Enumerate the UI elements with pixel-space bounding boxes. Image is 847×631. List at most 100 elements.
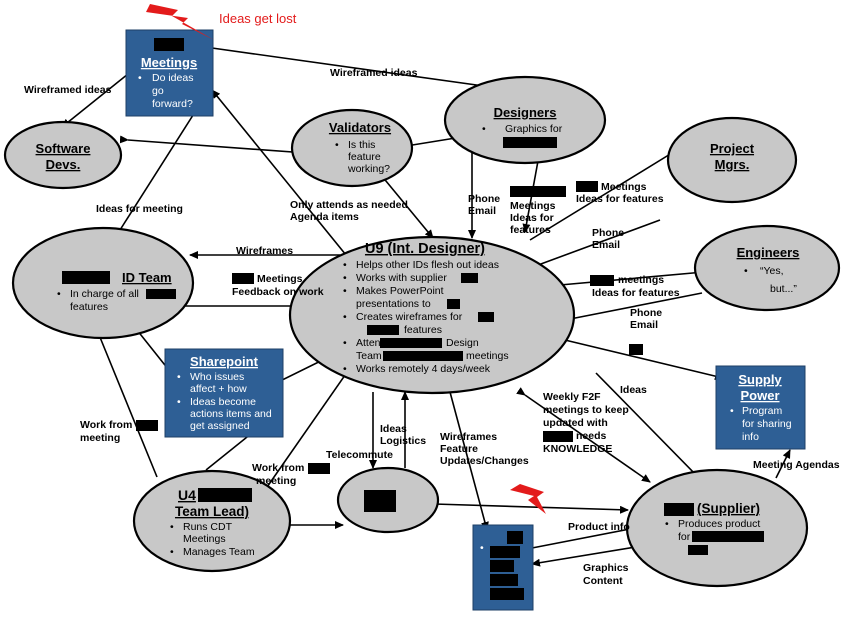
edge-u4-u9 [257,367,351,501]
node-project-mgrs: Project Mgrs. [666,116,798,204]
edge-tele-supplier [433,503,629,514]
redaction-block [136,420,158,431]
sharepoint-title: Sharepoint [190,354,259,369]
sharepoint-bullet-2: affect + how [190,383,247,395]
label-product-info: Product info [568,521,630,533]
bullet-dot: • [343,311,347,323]
validators-title: Validators [329,120,391,135]
sharepoint-bullet-4: actions items and [190,408,272,420]
redaction-block [490,588,524,600]
edge-meetings-designers [211,47,499,91]
bullet-dot: • [343,363,347,375]
meetings-title: Meetings [141,55,197,70]
id-team-bullet-2: features [70,301,108,313]
edge-engineers-u9 [564,292,703,323]
redaction-block [692,531,764,542]
edge-u9-meetings [211,89,347,256]
label-ideas-logistics-2: Logistics [380,435,426,447]
redaction-block [507,531,523,544]
edge-u9-bluebox [449,391,489,531]
bullet-dot: • [138,72,142,84]
label-weekly-f2f-5: KNOWLEDGE [543,443,612,455]
redaction-block [590,275,614,286]
redaction-block [232,273,254,284]
label-weekly-f2f-2: meetings to keep [543,404,629,416]
u9-bullet-10: meetings [466,350,509,362]
bullet-dot: • [170,521,174,533]
redaction-block [198,488,252,502]
edge-pm-u9 [529,219,661,269]
edge-u9-engineers [551,271,705,290]
meetings-bullet-2: go [152,85,164,97]
meetings-bullet-1: Do ideas [152,72,193,84]
node-supplier: (Supplier) • Produces product for [625,468,809,588]
label-weekly-f2f-3: updated with [543,417,608,429]
label-email-pm: Email [592,239,620,251]
edge-u9-supplier [516,387,651,483]
label-wireframes-feature-3: Updates/Changes [440,455,529,467]
edge-bluebox-supplier [523,524,641,554]
redaction-block [383,351,463,361]
supplier-bullet-1: Produces product [678,518,760,530]
label-pm-meetings-2: Ideas for features [576,193,664,205]
edge-validators-u9 [372,166,434,239]
edge-supplier-bluebox [531,544,649,567]
engineers-bullet-1: “Yes, [760,265,784,277]
redaction-block [576,181,598,192]
sharepoint-bullet-3: Ideas become [190,396,256,408]
label-wireframes-feature-2: Feature [440,443,478,455]
bullet-dot: • [343,259,347,271]
redaction-block [367,325,399,335]
edge-supplier-supply [775,449,791,479]
label-pm-meetings-1: Meetings [601,181,647,193]
node-engineers: Engineers • “Yes, but...” [693,224,841,312]
redaction-block [543,431,573,442]
bullet-dot: • [343,285,347,297]
redaction-block [478,312,494,322]
bullet-dot: • [482,123,486,135]
label-email-eng: Email [630,319,658,331]
redaction-block [364,490,396,512]
supply-power-title-1: Supply [738,372,782,387]
sharepoint-bullet-5: get assigned [190,420,250,432]
node-redacted-bluebox: • [472,524,534,611]
label-id-meetings-2: Feedback on work [232,286,324,298]
label-telecommute: Telecommute [326,449,393,461]
bullet-dot: • [730,405,734,417]
label-wireframed-ideas-left: Wireframed ideas [24,84,112,96]
redaction-block [688,545,708,555]
id-team-title: ID Team [122,270,172,285]
supply-power-bullet-3: info [742,431,759,443]
meetings-bullet-3: forward? [152,98,193,110]
label-designers-meetings-3: features [510,224,551,236]
edge-u9-pm [529,144,686,241]
redaction-block [490,574,518,586]
designers-title: Designers [494,105,557,120]
label-email-designers: Email [468,205,496,217]
supply-power-bullet-2: for sharing [742,418,792,430]
u4-bullet-2: Meetings [183,533,226,545]
ideas-get-lost-annotation: Ideas get lost [219,11,297,26]
label-graphics: Graphics [583,562,629,574]
node-validators: Validators • Is this feature working? [290,108,414,188]
label-content: Content [583,575,623,587]
bullet-dot: • [177,371,181,383]
bullet-dot: • [343,337,347,349]
label-phone-designers: Phone [468,193,500,205]
edge-softwaredevs-validators [119,135,321,158]
redaction-block [447,299,460,309]
redaction-block [308,463,330,474]
supply-power-bullet-1: Program [742,405,783,417]
bullet-dot: • [335,139,339,151]
node-sharepoint: Sharepoint • Who issues affect + how • I… [164,348,284,438]
node-u4-team-lead: U4 Team Lead) • Runs CDT Meetings • Mana… [132,469,292,573]
u9-bullet-6: features [404,324,442,336]
redaction-block [380,338,442,348]
label-phone-eng: Phone [630,307,662,319]
redaction-block [503,137,557,148]
label-only-attends-1: Only attends as needed [290,199,408,211]
u9-bullets: • Helps other IDs flesh out ideas • Work… [343,259,509,375]
edge-u9-supply [543,334,724,381]
software-devs-title-1: Software [36,141,91,156]
